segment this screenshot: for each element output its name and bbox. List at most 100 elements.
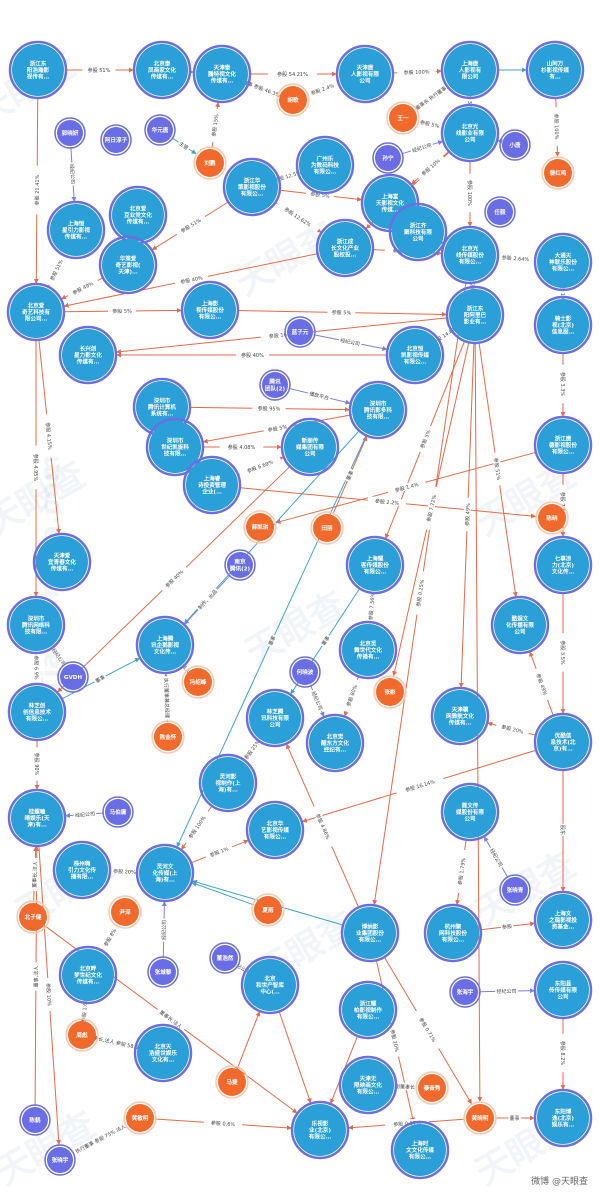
- company-node-n46[interactable]: 上海耀客传媒股份有限公…: [347, 537, 403, 593]
- person-node-n71[interactable]: 夏雨: [252, 894, 284, 926]
- small-node-n8[interactable]: 郭晓妍: [55, 118, 85, 148]
- company-node-n63[interactable]: 灵河影视制作(上海)有…: [200, 755, 256, 811]
- small-node-n19[interactable]: 孙宁: [373, 143, 403, 173]
- person-node-n53[interactable]: 冯绍峰: [182, 666, 214, 698]
- company-node-n6[interactable]: 上海唐人影视有限公司: [442, 42, 498, 98]
- company-node-n61[interactable]: 优酷信息技术(北京)有…: [535, 714, 591, 770]
- company-node-n48[interactable]: 七事凉力(北京)文化传…: [535, 537, 591, 593]
- company-node-n25[interactable]: 浙江齐聚科技有限公司: [390, 204, 446, 260]
- small-node-n9[interactable]: 阿日淳子: [101, 125, 131, 155]
- company-node-n64[interactable]: 桂螺嗑晴娱乐(天津)有…: [9, 790, 65, 846]
- company-node-n80[interactable]: 北京和世产智库中心(…: [242, 957, 298, 1013]
- small-node-n78[interactable]: 张城黎: [148, 957, 178, 987]
- company-node-n57[interactable]: 林芝创创信息技术有限公…: [9, 684, 65, 740]
- company-node-n1[interactable]: 浙江东阳浩瀚影视传有…: [10, 42, 66, 98]
- company-node-n77[interactable]: 北京畔梦世纪文化传媒有…: [60, 947, 116, 1003]
- company-node-n51[interactable]: 酷娱文化传播有限公司: [492, 597, 548, 653]
- company-node-n27[interactable]: 大通天神联乐股份有限公…: [535, 234, 591, 290]
- company-node-n44[interactable]: 天津爱宜青春文化传媒有…: [34, 534, 90, 590]
- small-node-n95[interactable]: 陈鹤: [20, 1105, 50, 1135]
- company-node-n26[interactable]: 北京光线传媒股份有限公…: [442, 227, 498, 283]
- person-node-n90[interactable]: 黄晓明: [464, 1102, 496, 1134]
- company-node-n85[interactable]: 北京天浩盛世娱乐文化有…: [135, 1025, 191, 1081]
- company-node-n40[interactable]: 新丽传媒集团有限公司: [282, 419, 338, 475]
- company-node-n62[interactable]: 北京觉醒东方文化经纪有…: [307, 715, 363, 771]
- company-node-n81[interactable]: 浙江耀柏影视制作有限公…: [340, 982, 396, 1038]
- small-node-n70[interactable]: 张晓青: [500, 875, 530, 905]
- person-node-n47[interactable]: 田丽: [311, 512, 343, 544]
- small-node-n82[interactable]: 张海宇: [450, 977, 480, 1007]
- company-node-n28[interactable]: 北京爱奇艺科技有限公司…: [8, 284, 64, 340]
- company-node-n17[interactable]: 浙江华策影视股份有限公…: [224, 159, 280, 215]
- person-node-n43[interactable]: 陈晓: [536, 502, 568, 534]
- person-node-n72[interactable]: 北子健: [17, 901, 49, 933]
- person-node-n84[interactable]: 周彪: [66, 1019, 98, 1051]
- company-node-n60[interactable]: 天津骥网雅航文化传媒有…: [432, 688, 488, 744]
- small-node-n21[interactable]: 任毅: [485, 197, 515, 227]
- edge-label: 经纪公司: [310, 690, 324, 711]
- company-node-n74[interactable]: 博纳影业集团股份有限公…: [342, 905, 398, 961]
- company-node-n67[interactable]: 霖文传媒股份有限公司: [442, 784, 498, 840]
- company-node-n75[interactable]: 杭州聚网科技股份有限公…: [425, 905, 481, 961]
- small-node-n55[interactable]: 何晓波: [290, 657, 320, 687]
- company-node-n2[interactable]: 北京泰凤画家文化传媒有…: [134, 42, 190, 98]
- person-node-n88[interactable]: 秦奋秀: [416, 1072, 448, 1104]
- person-node-n58[interactable]: 陈金怀: [152, 721, 184, 753]
- company-node-n66[interactable]: 北京华艺影视传媒有限公…: [247, 802, 303, 858]
- company-node-n18[interactable]: 广州乐为数码科技有限公…: [297, 137, 353, 193]
- edge-label: 董事,法人: [33, 966, 40, 988]
- small-node-n65[interactable]: 马伯庸: [103, 797, 133, 827]
- company-node-n14[interactable]: 北京光线影业有限公司: [442, 105, 498, 161]
- small-node-n52[interactable]: GVDH: [58, 662, 88, 692]
- company-node-n91[interactable]: 乐视影业(北京)有限公…: [292, 1102, 348, 1158]
- node-layer[interactable]: 浙江东阳浩瀚影视传有… 北京泰凤画家文化传媒有…天津泰騰特视文化传媒有… 胡歌天津唐…: [8, 42, 591, 1178]
- small-node-n45[interactable]: 南京腾讯(2): [225, 550, 255, 580]
- company-node-n54[interactable]: 北京觅舞世代文化传播有…: [340, 622, 396, 678]
- company-node-n93[interactable]: 东阳博逸(北京)娱乐有…: [535, 1090, 591, 1146]
- company-node-n32[interactable]: 骑士影视(北京)信息服…: [535, 297, 591, 353]
- company-node-n16[interactable]: 北京爱豆业党文化传媒有…: [110, 187, 166, 243]
- company-node-n29[interactable]: 上海影视传媒股份有限公…: [182, 282, 238, 338]
- small-node-n35[interactable]: 腾讯团队(2): [260, 370, 290, 400]
- company-node-n5[interactable]: 天津唐人影视有限公司: [337, 46, 393, 102]
- edge-label: 董事: [509, 1115, 519, 1122]
- small-node-n10[interactable]: 华元唐: [145, 115, 175, 145]
- small-node-n31[interactable]: 蓝子元: [285, 317, 315, 347]
- company-node-n22[interactable]: 上海恒星引力影视传媒有…: [48, 202, 104, 258]
- person-node-n73[interactable]: 尹深: [109, 896, 141, 928]
- edge-label: 参股 15%: [210, 114, 220, 138]
- edge-label: 执行董事 参股 75% 法人: [74, 1123, 127, 1155]
- company-node-n34[interactable]: 北京恒凯影视传媒有限公…: [387, 327, 443, 383]
- company-node-n23[interactable]: 华策爱奇艺影视(天津)…: [100, 237, 156, 293]
- company-node-n24[interactable]: 浙江成长文化产业股权投…: [317, 220, 373, 276]
- person-node-n92[interactable]: 黄敏明: [124, 1102, 156, 1134]
- person-node-n15[interactable]: 黎红鸣: [542, 157, 574, 189]
- person-node-n4[interactable]: 胡歌: [277, 84, 309, 116]
- small-node-n79[interactable]: 董浩然: [210, 943, 240, 973]
- person-node-n11[interactable]: 刘鹏: [194, 147, 226, 179]
- company-node-n41[interactable]: 上海睿诗投资管理企业(…: [184, 457, 240, 513]
- small-node-n94[interactable]: 张晓宇: [45, 1145, 75, 1175]
- company-node-n30[interactable]: 浙江东阳阿里巴影业有…: [447, 287, 503, 343]
- company-node-n83[interactable]: 东阳县传传媒有限公司: [535, 962, 591, 1018]
- person-node-n42[interactable]: 薛凯琪: [244, 511, 276, 543]
- company-node-n76[interactable]: 上海文之璐影视投资基金…: [535, 892, 591, 948]
- company-node-n37[interactable]: 深圳市腾讯影多科技有限…: [350, 382, 406, 438]
- company-node-n7[interactable]: 山阿万杉影视传媒有…: [527, 42, 583, 98]
- company-node-n59[interactable]: 林芝腾讯科技有限公司: [247, 690, 303, 746]
- edge-label: 参股 7.72%: [425, 494, 438, 523]
- company-node-n38[interactable]: 浙江唐德影视股份有限公…: [535, 417, 591, 473]
- company-node-n33[interactable]: 长兴创星力影文化传媒有…: [60, 327, 116, 383]
- company-node-n50[interactable]: 上海腾讯企鹅影视文化传…: [137, 617, 193, 673]
- person-node-n56[interactable]: 张彬: [374, 676, 406, 708]
- person-node-n12[interactable]: 王一: [387, 102, 419, 134]
- person-node-n86[interactable]: 马捷: [216, 1066, 248, 1098]
- small-node-n13[interactable]: 小唐: [500, 130, 530, 160]
- company-node-n3[interactable]: 天津泰騰特视文化传媒有…: [194, 46, 250, 102]
- company-node-n68[interactable]: 灵河文化传媒(上海)有…: [137, 845, 193, 901]
- company-node-n69[interactable]: 株州嗨引力文化传播有限…: [54, 842, 110, 898]
- company-node-n49[interactable]: 深圳市腾讯网络科技有限…: [8, 597, 64, 653]
- company-node-n87[interactable]: 天津无限映画文化有限公…: [340, 1057, 396, 1113]
- company-node-n89[interactable]: 上海时文文化传媒有限公…: [392, 1122, 448, 1178]
